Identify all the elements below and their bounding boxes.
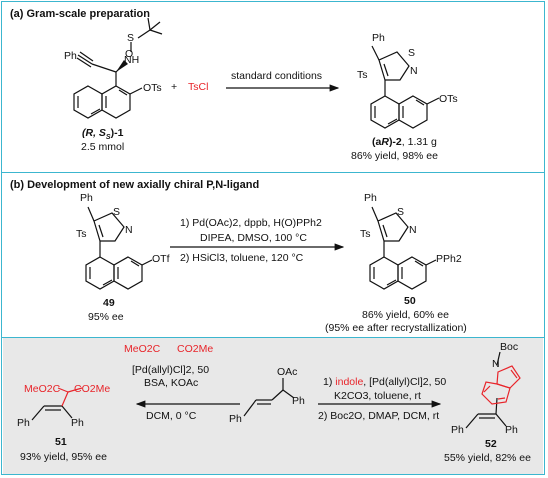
product51-phenyl-2: Ph [71,417,84,429]
right-step2: 2) Boc2O, DMAP, DCM, rt [318,410,440,422]
product2-structure [370,45,440,129]
product52-boc-label: Boc [500,341,519,353]
sm49-structure [85,206,153,290]
panel-a-title: (a) Gram-scale preparation [10,8,150,20]
ligand50-note: (95% ee after recrystallization) [325,322,467,334]
panel-c-background [3,338,543,474]
product51-phenyl-1: Ph [17,417,30,429]
divider-b-c [1,337,545,338]
conditions-a: standard conditions [231,70,323,82]
ligand50-phenyl-label: Ph [364,192,377,204]
left-conditions: DCM, 0 °C [146,410,197,422]
product2-ots-label: OTs [439,93,458,105]
sm1-ots-label: OTs [143,82,162,94]
left-base: BSA, KOAc [144,377,199,389]
sm49-ts-label: Ts [76,228,87,240]
right-step1: 1) indole, [Pd(allyl)Cl]2, 50 [323,376,447,388]
reagent-tscl: TsCl [188,81,209,93]
acetate-phenyl-2: Ph [292,395,305,407]
product51-ester-left: MeO2C [24,383,61,395]
conditions-b-step2: 2) HSiCl3, toluene, 120 °C [180,252,304,264]
sm1-sulfur-label: S [127,32,135,44]
product52-phenyl-2: Ph [505,424,518,436]
sm1-compound-label: (R, SS)-1 [82,127,124,142]
sm1-phenyl-label: Ph [64,50,77,62]
sm1-oxygen-label: O [125,48,134,60]
sm49-sulfur-label: S [113,206,121,218]
sm1-amount: 2.5 mmol [81,141,125,153]
sm49-phenyl-label: Ph [80,192,93,204]
product52-structure [465,351,507,429]
ligand50-pph2-label: PPh2 [436,253,462,265]
malonate-ester-right: CO2Me [177,343,214,355]
acetate-oac-label: OAc [277,366,298,378]
ligand50-yield: 86% yield, 60% ee [362,309,449,321]
product2-nitrogen-label: N [410,65,418,77]
left-catalyst: [Pd(allyl)Cl]2, 50 [132,364,210,376]
conditions-b-step1-line2: DIPEA, DMSO, 100 °C [200,232,307,244]
ligand50-number: 50 [404,295,416,307]
product51-structure [31,405,73,421]
sm49-otf-label: OTf [152,253,170,265]
product52-indole [481,365,521,405]
ligand50-sulfur-label: S [397,206,405,218]
sm49-number: 49 [103,297,115,309]
product51-number: 51 [55,436,67,448]
sm1-nh-label: NH [124,54,140,66]
divider-a-b [1,172,545,173]
product2-ts-label: Ts [357,69,368,81]
product51-ester-right: CO2Me [74,383,111,395]
plus-sign: + [171,81,178,93]
product52-nitrogen-label: N [492,358,500,370]
conditions-b-step1-line1: 1) Pd(OAc)2, dppb, H(O)PPh2 [180,217,322,229]
acetate-phenyl-1: Ph [229,413,242,425]
stereo-wedge [116,60,128,72]
ligand50-ts-label: Ts [360,228,371,240]
ligand50-structure [369,206,437,290]
product51-malonate [57,387,83,407]
right-step1-line2: K2CO3, toluene, rt [334,390,421,402]
product52-number: 52 [485,438,497,450]
allyl-acetate-structure [243,378,295,417]
product51-yield: 93% yield, 95% ee [20,451,107,463]
product2-yield: 86% yield, 98% ee [351,150,438,162]
product2-phenyl-label: Ph [372,32,385,44]
product52-yield: 55% yield, 82% ee [444,452,531,464]
ligand50-nitrogen-label: N [409,224,417,236]
sm49-ee: 95% ee [88,311,124,323]
product52-phenyl-1: Ph [451,424,464,436]
panel-b-title: (b) Development of new axially chiral P,… [10,179,260,191]
malonate-ester-left: MeO2C [124,343,161,355]
product2-sulfur-label: S [408,47,416,59]
sm1-structure [73,17,163,119]
sm49-nitrogen-label: N [125,224,133,236]
product2-compound-label: (aR)-2, 1.31 g [372,136,437,148]
